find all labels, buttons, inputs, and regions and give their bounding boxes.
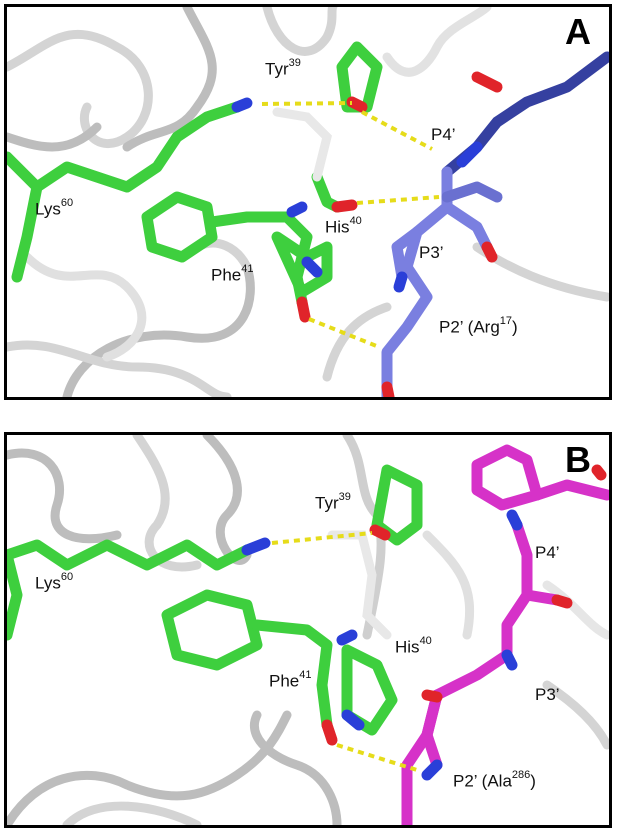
residue-label-p4: P4’ bbox=[535, 543, 560, 562]
residue-label-p4: P4’ bbox=[431, 125, 456, 144]
enzyme-residues-a bbox=[7, 41, 383, 308]
residue-label-lys60: Lys60 bbox=[35, 197, 74, 219]
panel-b: B Tyr39 Lys60 His40 Phe41 P4’ P3’ P2’ (A… bbox=[4, 432, 612, 828]
protein-backbone-a bbox=[7, 7, 609, 397]
panel-label: B bbox=[565, 439, 591, 480]
residue-label-phe41: Phe41 bbox=[211, 263, 254, 285]
hydrogen-bonds-a bbox=[261, 101, 440, 349]
residue-label-phe41: Phe41 bbox=[269, 669, 312, 691]
residue-label-p3: P3’ bbox=[419, 243, 444, 262]
residue-label-p2: P2’ (Arg17) bbox=[439, 315, 518, 337]
substrate-a-heteroatoms bbox=[381, 71, 503, 397]
residue-label-tyr39: Tyr39 bbox=[315, 491, 351, 513]
substrate-a bbox=[381, 51, 609, 397]
residue-label-p2: P2’ (Ala286) bbox=[453, 769, 536, 791]
tyr-backbone-a bbox=[272, 107, 332, 182]
residue-label-tyr39: Tyr39 bbox=[265, 57, 301, 79]
residue-label-his40: His40 bbox=[395, 635, 432, 657]
hydrogen-bonds-b bbox=[271, 531, 418, 772]
panel-a: A Tyr39 Lys60 His40 Phe41 P4’ P3’ P2’ (A… bbox=[4, 4, 612, 400]
structure-view-a bbox=[7, 7, 609, 397]
structure-view-b bbox=[7, 435, 609, 825]
residue-label-his40: His40 bbox=[325, 215, 362, 237]
substrate-b-heteroatoms bbox=[421, 464, 607, 781]
residue-label-p3: P3’ bbox=[535, 685, 560, 704]
enzyme-heteroatoms-a bbox=[231, 96, 368, 323]
residue-label-lys60: Lys60 bbox=[35, 571, 74, 593]
enzyme-heteroatoms-b bbox=[241, 524, 391, 746]
enzyme-residues-b bbox=[7, 464, 423, 736]
panel-label: A bbox=[565, 11, 591, 52]
